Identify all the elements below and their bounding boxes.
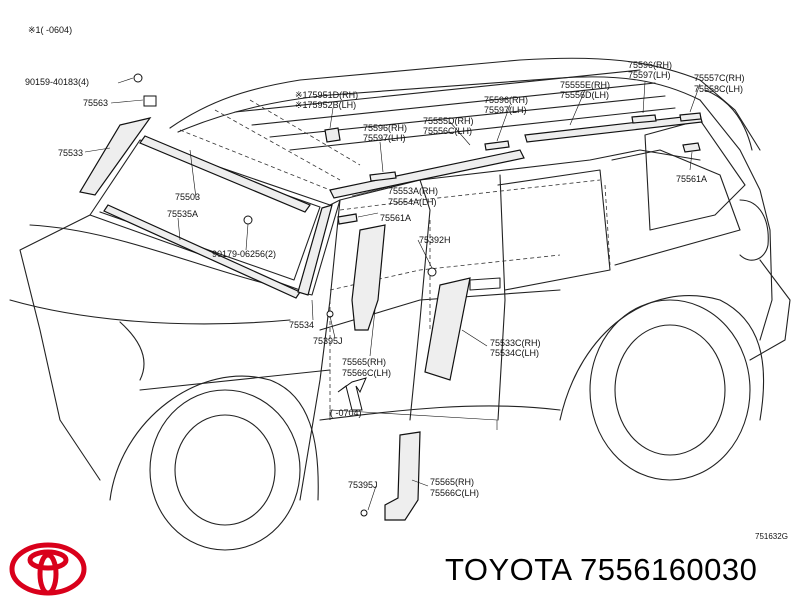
part-label-75534C: 75534C(LH)	[490, 348, 540, 358]
part-label-75556C: 75556C(LH)	[423, 126, 473, 136]
part-label-75557C: 75557C(RH)	[694, 73, 745, 83]
part-label-75503: 75503	[175, 192, 201, 202]
part-label-75534: 75534	[289, 320, 315, 330]
part-label-75553A: 75553A(RH)	[388, 186, 439, 196]
part-label-75555D: 75555D(RH)	[423, 116, 474, 126]
part-label-75951D: ※175951D(RH)	[295, 90, 359, 100]
part-label-75565-upper: 75565(RH)	[342, 357, 387, 367]
part-label-75597-b: 75597(LH)	[484, 105, 527, 115]
part-label-75561A-rear: 75561A	[676, 174, 708, 184]
part-label-75555E: 75555E(RH)	[560, 80, 611, 90]
part-number-caption: TOYOTA 7556160030	[445, 552, 758, 587]
part-label-75566C-upper: 75566C(LH)	[342, 368, 392, 378]
part-label-75597-c: 75597(LH)	[628, 70, 671, 80]
part-label-75952B: ※175952B(LH)	[295, 100, 357, 110]
part-label-90179: 90179-06256(2)	[212, 249, 277, 259]
sub-range-note: ( -0704)	[330, 408, 362, 418]
part-label-75554A: 75554A(LH)	[388, 197, 437, 207]
part-label-75596-c: 75596(RH)	[628, 60, 673, 70]
part-label-75395J-lower: 75395J	[348, 480, 378, 490]
toyota-logo	[9, 542, 87, 596]
part-label-75395J-upper: 75395J	[313, 336, 343, 346]
part-label-75597-a: 75597(LH)	[363, 133, 406, 143]
effective-date-note: ※1( -0604)	[28, 25, 73, 35]
part-label-90159: 90159-40183(4)	[25, 77, 90, 87]
part-label-75535A: 75535A	[167, 209, 199, 219]
part-label-75392H: 75392H	[419, 235, 451, 245]
part-label-75561A-front: 75561A	[380, 213, 412, 223]
illustration-reference-code: 751632G	[755, 532, 788, 541]
part-label-75556D: 75556D(LH)	[560, 90, 610, 100]
part-label-75596-b: 75596(RH)	[484, 95, 529, 105]
part-label-75596-a: 75596(RH)	[363, 123, 408, 133]
part-label-75558C: 75558C(LH)	[694, 84, 744, 94]
part-label-75533: 75533	[58, 148, 84, 158]
part-label-75533C: 75533C(RH)	[490, 338, 541, 348]
part-label-75563: 75563	[83, 98, 109, 108]
part-label-75566C-lower: 75566C(LH)	[430, 488, 480, 498]
part-label-75565-lower: 75565(RH)	[430, 477, 475, 487]
